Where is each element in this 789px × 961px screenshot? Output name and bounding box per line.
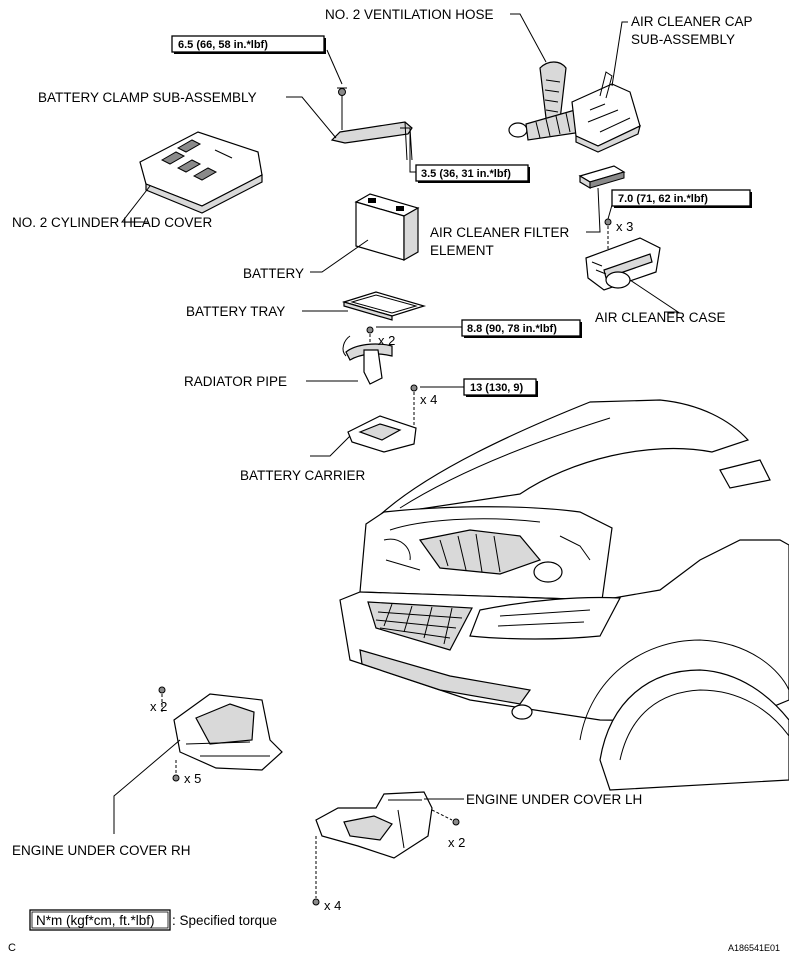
qty-battery-carrier: x 4 — [420, 392, 437, 407]
torque-air-cleaner-case-text: 7.0 (71, 62 in.*lbf) — [618, 193, 708, 205]
cylinder-head-cover-part — [139, 131, 263, 214]
torque-box-clamp-bolt: 6.5 (66, 58 in.*lbf) — [171, 35, 326, 54]
torque-box-clamp-nut: 3.5 (36, 31 in.*lbf) — [415, 164, 530, 183]
torque-box-air-cleaner-case: 7.0 (71, 62 in.*lbf) — [611, 189, 752, 208]
torque-battery-carrier-text: 13 (130, 9) — [470, 382, 524, 394]
battery-carrier-part — [347, 384, 418, 453]
torque-box-battery-carrier: 13 (130, 9) — [463, 378, 538, 397]
torque-clamp-bolt-text: 6.5 (66, 58 in.*lbf) — [178, 39, 268, 51]
label-battery-carrier: BATTERY CARRIER — [240, 468, 366, 483]
legend-description-text: : Specified torque — [172, 913, 277, 928]
label-battery-tray: BATTERY TRAY — [186, 304, 285, 319]
label-air-cleaner-case: AIR CLEANER CASE — [595, 310, 726, 325]
qty-under-cover-rh-bottom: x 5 — [184, 771, 201, 786]
air-cleaner-case-part — [585, 218, 661, 291]
radiator-pipe-part — [342, 326, 393, 385]
engine-under-cover-lh-part — [312, 791, 460, 906]
torque-clamp-nut-text: 3.5 (36, 31 in.*lbf) — [421, 168, 511, 180]
torque-legend: N*m (kgf*cm, ft.*lbf) : Specified torque — [29, 909, 277, 931]
label-ventilation-hose: NO. 2 VENTILATION HOSE — [325, 7, 494, 22]
label-radiator-pipe: RADIATOR PIPE — [184, 374, 287, 389]
label-air-cleaner-filter-line1: AIR CLEANER FILTER — [430, 225, 570, 240]
label-cylinder-head-cover: NO. 2 CYLINDER HEAD COVER — [12, 215, 213, 230]
engine-under-cover-rh-part — [158, 686, 283, 782]
label-air-cleaner-filter-line2: ELEMENT — [430, 243, 494, 258]
torque-box-radiator-pipe: 8.8 (90, 78 in.*lbf) — [461, 319, 582, 338]
leader-lines — [113, 13, 680, 834]
label-battery-clamp: BATTERY CLAMP SUB-ASSEMBLY — [38, 90, 257, 105]
qty-under-cover-lh-bottom: x 4 — [324, 898, 341, 913]
qty-radiator-pipe: x 2 — [378, 333, 395, 348]
label-battery: BATTERY — [243, 266, 304, 281]
battery-clamp-part — [330, 87, 413, 161]
legend-symbol-text: N*m (kgf*cm, ft.*lbf) — [36, 913, 155, 928]
battery-tray-part — [341, 291, 427, 321]
battery-part — [354, 193, 420, 262]
label-air-cleaner-cap-line1: AIR CLEANER CAP — [631, 14, 753, 29]
label-air-cleaner-cap-line2: SUB-ASSEMBLY — [631, 32, 735, 47]
corner-mark: C — [8, 942, 16, 954]
torque-radiator-pipe-text: 8.8 (90, 78 in.*lbf) — [467, 323, 557, 335]
qty-air-cleaner-case: x 3 — [616, 219, 633, 234]
label-engine-under-cover-rh: ENGINE UNDER COVER RH — [12, 843, 191, 858]
label-engine-under-cover-lh: ENGINE UNDER COVER LH — [466, 792, 642, 807]
air-cleaner-cap-part — [571, 71, 641, 153]
qty-under-cover-lh-right: x 2 — [448, 835, 465, 850]
air-cleaner-filter-part — [578, 165, 626, 190]
figure-id: A186541E01 — [728, 943, 780, 953]
ventilation-hose-part — [508, 61, 583, 141]
qty-under-cover-rh-top: x 2 — [150, 699, 167, 714]
car-front-illustration — [339, 399, 789, 791]
